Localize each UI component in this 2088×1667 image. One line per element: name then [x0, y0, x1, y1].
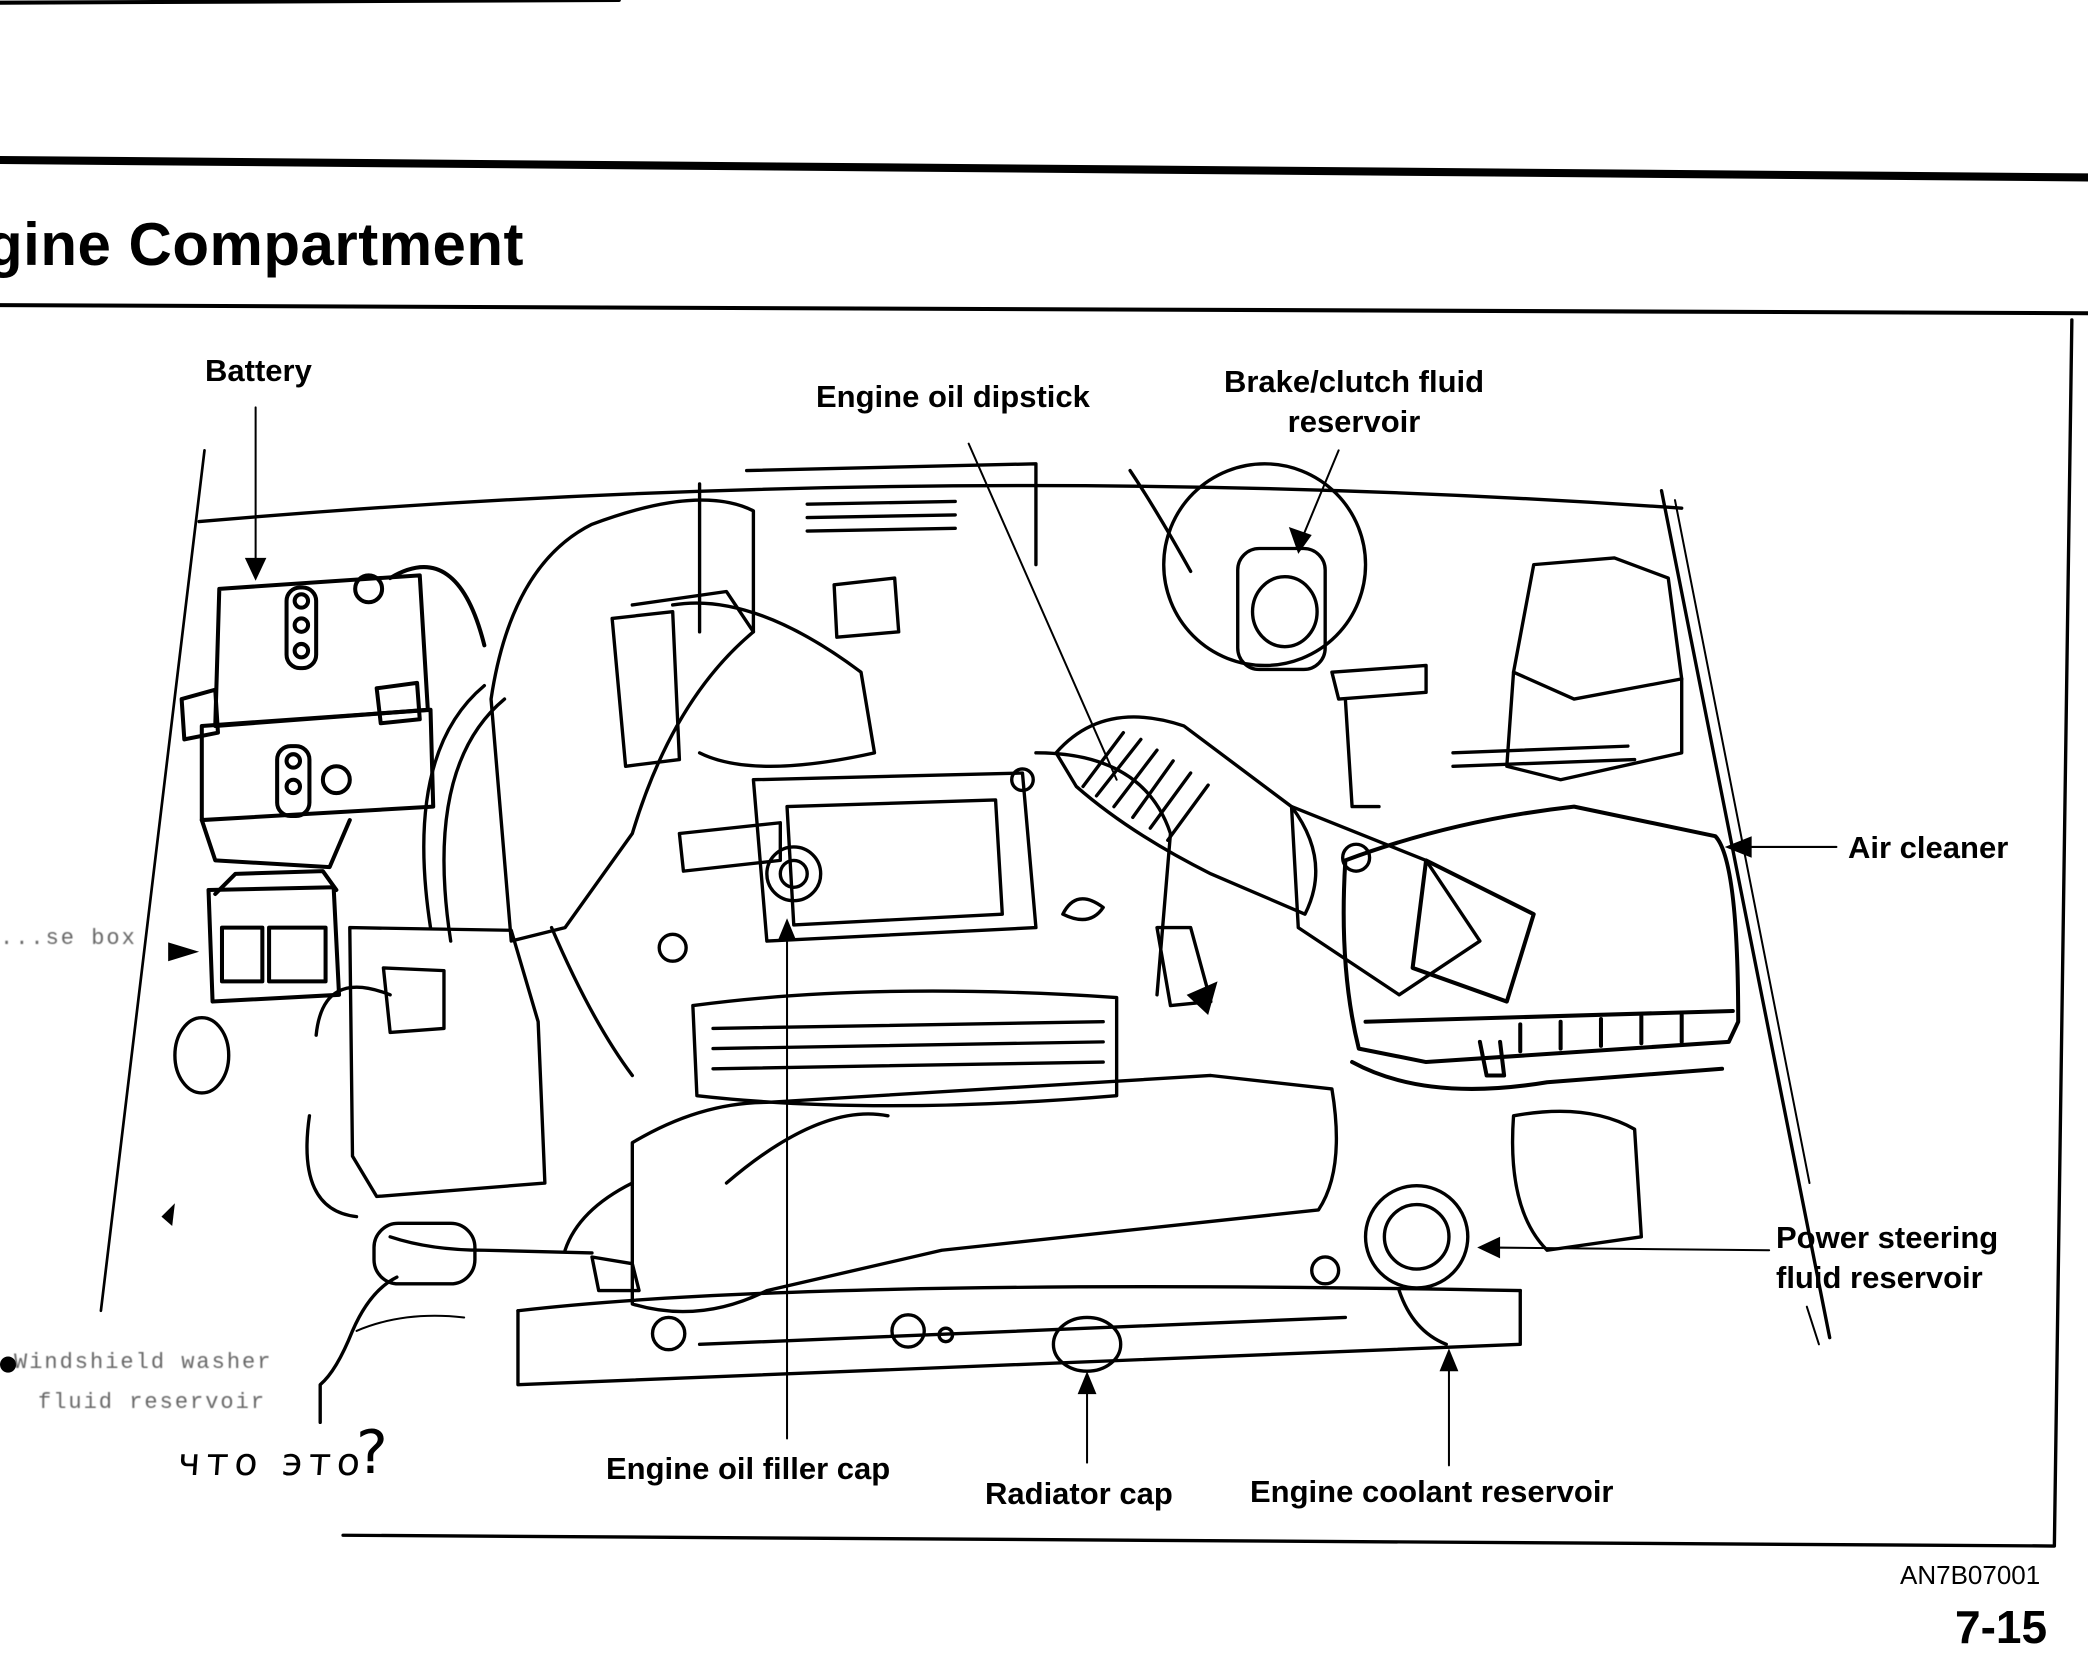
- leader-lines: [254, 406, 1838, 1467]
- label-air-cleaner: Air cleaner: [1848, 830, 2009, 865]
- label-battery: Battery: [205, 353, 312, 388]
- section-title: gine Compartment: [0, 211, 525, 278]
- handwritten-leader: [318, 1275, 399, 1425]
- label-engine-coolant-reservoir: Engine coolant reservoir: [1250, 1474, 1614, 1509]
- brake-arrow-icon: [1288, 526, 1312, 554]
- power-steering-tick: [1805, 1305, 1820, 1346]
- label-radiator-cap: Radiator cap: [985, 1476, 1173, 1511]
- power-steering-arrow-icon: [1477, 1236, 1501, 1259]
- label-power-steering-line1: Power steering: [1776, 1220, 1999, 1255]
- relay-box-drawing: [1451, 556, 1684, 782]
- brake-reservoir-drawing: [1128, 462, 1428, 809]
- air-cleaner-arrow-icon: [1724, 836, 1752, 858]
- coolant-arrow-icon: [1439, 1348, 1459, 1372]
- handwritten-note: что это: [176, 1440, 368, 1484]
- page-number: 7-15: [1955, 1601, 2048, 1653]
- oil-filler-arrow-icon: [777, 918, 797, 942]
- battery-drawing: [179, 565, 487, 870]
- battery-arrow-icon: [244, 557, 267, 581]
- washer-arrow-icon: [161, 1203, 175, 1227]
- fuse-box-drawing: [206, 869, 342, 1004]
- coolant-reservoir-drawing: [1363, 1109, 1644, 1347]
- figure-frame-right: [341, 318, 2074, 1548]
- header-bottom-rule: [0, 303, 2088, 316]
- power-steering-leader: [1492, 1246, 1771, 1252]
- arrowheads: [0, 526, 1752, 1395]
- label-engine-oil-dipstick: Engine oil dipstick: [816, 379, 1090, 414]
- label-engine-oil-filler-cap: Engine oil filler cap: [606, 1451, 891, 1486]
- scan-blot: [0, 1356, 17, 1373]
- label-washer-line1-faded: Windshield washer: [14, 1350, 273, 1375]
- scan-edge-top: [0, 0, 621, 5]
- radiator-arrow-icon: [1077, 1371, 1097, 1395]
- engine-block-drawing: [489, 462, 1213, 1108]
- intake-hose-drawing: [1054, 715, 1482, 997]
- brake-leader: [1301, 449, 1340, 539]
- figure-code: AN7B07001: [1900, 1560, 2041, 1590]
- air-cleaner-drawing: [1341, 804, 1741, 1091]
- fender-right: [1659, 489, 1832, 1340]
- dipstick-arrow-icon: [1186, 981, 1218, 1015]
- hoses-drawing: [388, 683, 641, 1293]
- dipstick-leader: [967, 442, 1118, 781]
- label-fuse-box-faded: ...se box: [0, 926, 137, 951]
- handwritten-question-mark: ?: [356, 1418, 388, 1488]
- fuse-box-arrow-icon: [168, 942, 200, 962]
- label-brake-clutch-line2: reservoir: [1287, 404, 1421, 439]
- hood-outline: [197, 483, 1684, 524]
- header-top-rule: [0, 155, 2088, 182]
- label-power-steering-line2: fluid reservoir: [1776, 1260, 1983, 1295]
- label-washer-line2-faded: fluid reservoir: [38, 1390, 267, 1415]
- label-brake-clutch-line1: Brake/clutch fluid: [1223, 364, 1485, 399]
- fender-left: [99, 449, 206, 1313]
- radiator-drawing: [516, 1073, 1522, 1387]
